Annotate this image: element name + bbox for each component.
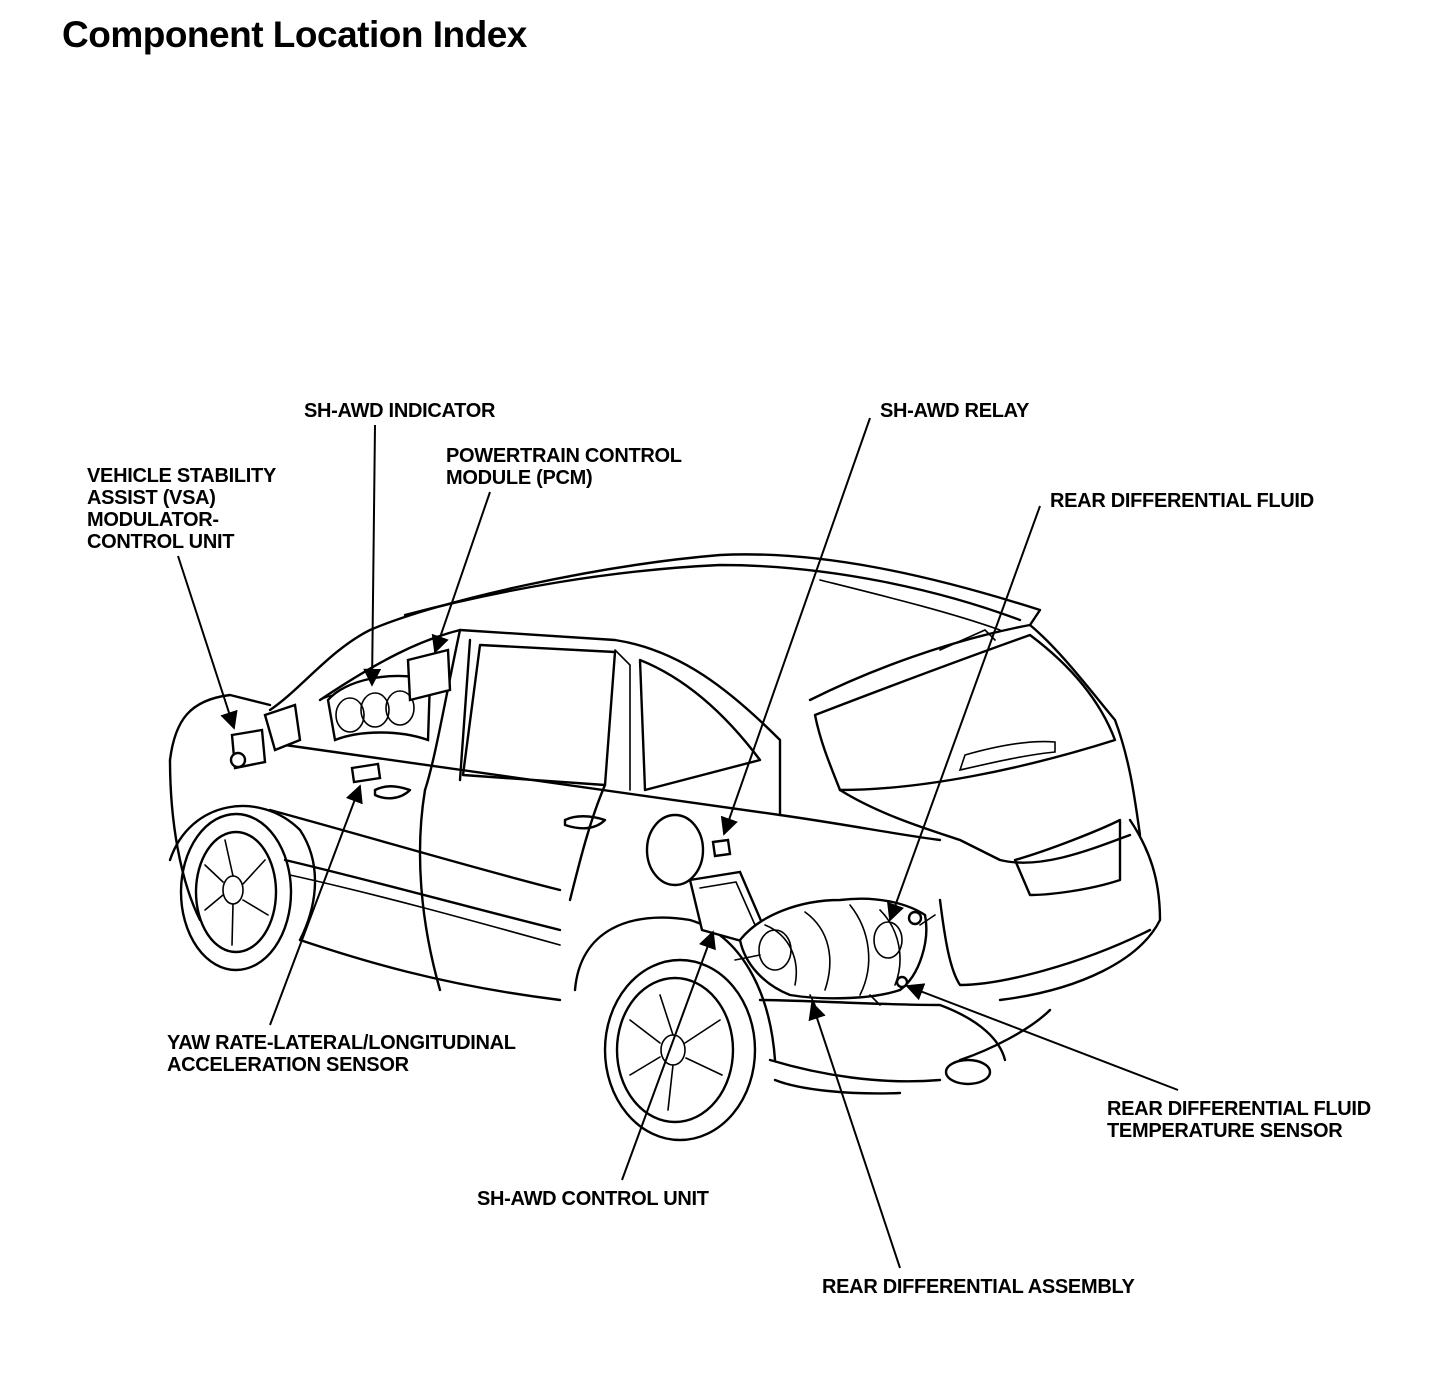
label-pcm: POWERTRAIN CONTROL MODULE (PCM)	[446, 445, 682, 489]
pcm-module	[406, 648, 452, 702]
label-yaw-rate-sensor: YAW RATE-LATERAL/LONGITUDINAL ACCELERATI…	[167, 1032, 516, 1076]
leader-pcm	[431, 491, 491, 654]
label-sh-awd-control-unit: SH-AWD CONTROL UNIT	[477, 1188, 709, 1210]
leader-rear-diff-temp	[905, 983, 1179, 1091]
label-rear-diff-fluid: REAR DIFFERENTIAL FLUID	[1050, 490, 1314, 512]
label-vsa-modulator: VEHICLE STABILITY ASSIST (VSA) MODULATOR…	[87, 465, 276, 553]
leader-vsa	[177, 555, 238, 730]
rear-differential-assembly	[734, 897, 936, 1006]
leader-rear-diff-fluid	[887, 505, 1041, 922]
leader-lines	[177, 417, 1179, 1269]
label-sh-awd-relay: SH-AWD RELAY	[880, 400, 1030, 422]
components	[229, 648, 936, 1006]
page-title: Component Location Index	[62, 14, 527, 55]
label-sh-awd-indicator: SH-AWD INDICATOR	[304, 400, 496, 422]
sh-awd-relay	[711, 838, 732, 858]
leader-yaw-sensor	[269, 784, 363, 1026]
yaw-rate-sensor	[350, 762, 382, 784]
label-rear-diff-assembly: REAR DIFFERENTIAL ASSEMBLY	[822, 1276, 1135, 1298]
leader-sh-awd-indicator	[363, 424, 382, 687]
leader-rear-diff-assembly	[808, 1001, 901, 1269]
car-body	[168, 553, 1162, 1142]
leader-sh-awd-relay	[720, 417, 871, 836]
label-rear-diff-temp-sensor: REAR DIFFERENTIAL FLUID TEMPERATURE SENS…	[1107, 1098, 1371, 1142]
leader-sh-awd-control-unit	[621, 930, 716, 1181]
